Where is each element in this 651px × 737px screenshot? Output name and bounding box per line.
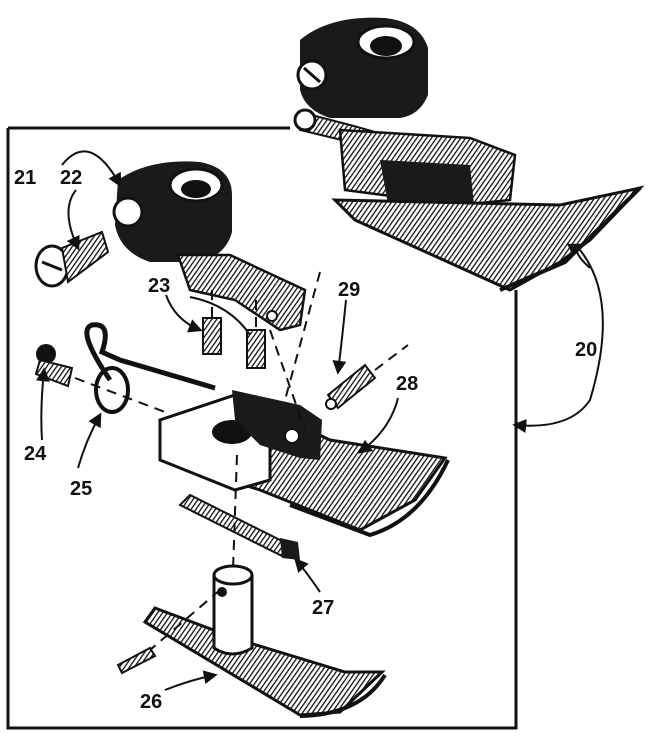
sole-plate-26 <box>116 564 387 718</box>
label-26: 26 <box>140 691 162 713</box>
label-20: 20 <box>575 339 597 361</box>
label-21: 21 <box>14 167 36 189</box>
foot-body-28 <box>158 390 450 538</box>
label-24: 24 <box>24 443 47 465</box>
label-27: 27 <box>312 597 334 619</box>
bar-27 <box>178 493 300 560</box>
label-23: 23 <box>148 275 170 297</box>
assembled-presser-foot <box>293 17 645 292</box>
springs-23 <box>202 317 266 369</box>
leader-lines <box>35 150 604 691</box>
label-28: 28 <box>396 373 418 395</box>
screw-22 <box>34 230 110 288</box>
label-29: 29 <box>338 279 360 301</box>
screw-24 <box>34 344 74 388</box>
exploded-view-frame <box>6 126 518 730</box>
label-25: 25 <box>70 478 92 500</box>
shank-clamp-21 <box>112 161 307 332</box>
label-22: 22 <box>60 167 82 189</box>
pin-29 <box>325 363 377 410</box>
spring-wire-25 <box>84 322 216 414</box>
assembly-lines <box>74 271 409 651</box>
